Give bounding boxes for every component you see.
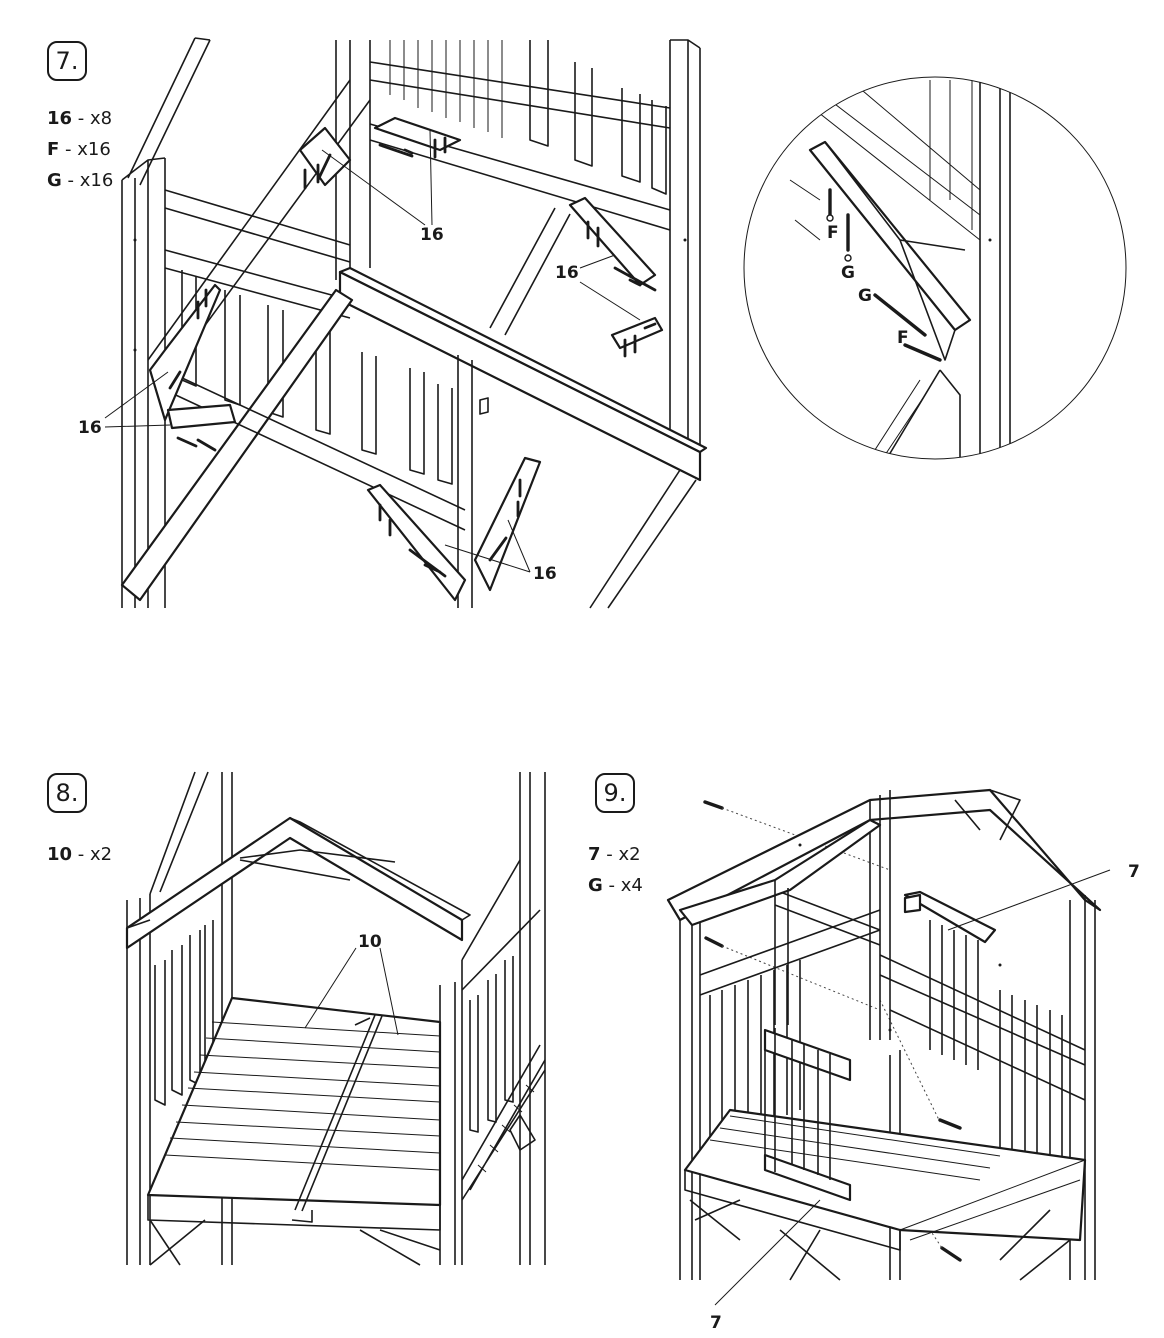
step-9-number: 9. xyxy=(595,773,635,813)
step-9-drawing: 7 7 xyxy=(666,788,1140,1333)
step-7-drawing: 16 16 16 16 F G G xyxy=(78,37,1127,609)
step-8-parts-list: 10 - x2 xyxy=(47,839,112,870)
callout-10: 10 xyxy=(358,932,382,952)
step-8: 8. 10 - x2 10 xyxy=(0,760,580,1280)
callout-16: 16 xyxy=(420,225,444,245)
parts-item: 10 - x2 xyxy=(47,844,113,865)
step-8-drawing: 10 xyxy=(125,771,546,1266)
parts-item: G - x16 xyxy=(47,170,114,191)
step-7-parts-list: 16 - x8 F - x16 G - x16 xyxy=(47,103,113,196)
detail-callout-F: F xyxy=(897,328,909,348)
detail-callout-F: F xyxy=(827,223,839,243)
callout-7: 7 xyxy=(710,1313,722,1333)
detail-callout-G: G xyxy=(858,286,872,306)
step-7-number: 7. xyxy=(47,41,87,81)
step-8-number: 8. xyxy=(47,773,87,813)
callout-7: 7 xyxy=(1128,862,1140,882)
detail-magnifier: F G G F xyxy=(743,76,1127,460)
step-9-parts-list: 7 - x2 G - x4 xyxy=(588,839,643,901)
callout-16: 16 xyxy=(555,263,579,283)
callout-16: 16 xyxy=(533,564,557,584)
callout-16: 16 xyxy=(78,418,102,438)
parts-item: G - x4 xyxy=(588,875,643,896)
parts-item: 7 - x2 xyxy=(588,844,641,865)
parts-item: 16 - x8 xyxy=(47,108,113,129)
detail-callout-G: G xyxy=(841,263,855,283)
step-9: 9. 7 - x2 G - x4 xyxy=(580,760,1164,1338)
step-7: 7. 16 - x8 F - x16 G - x16 xyxy=(0,0,1164,620)
parts-item: F - x16 xyxy=(47,139,111,160)
